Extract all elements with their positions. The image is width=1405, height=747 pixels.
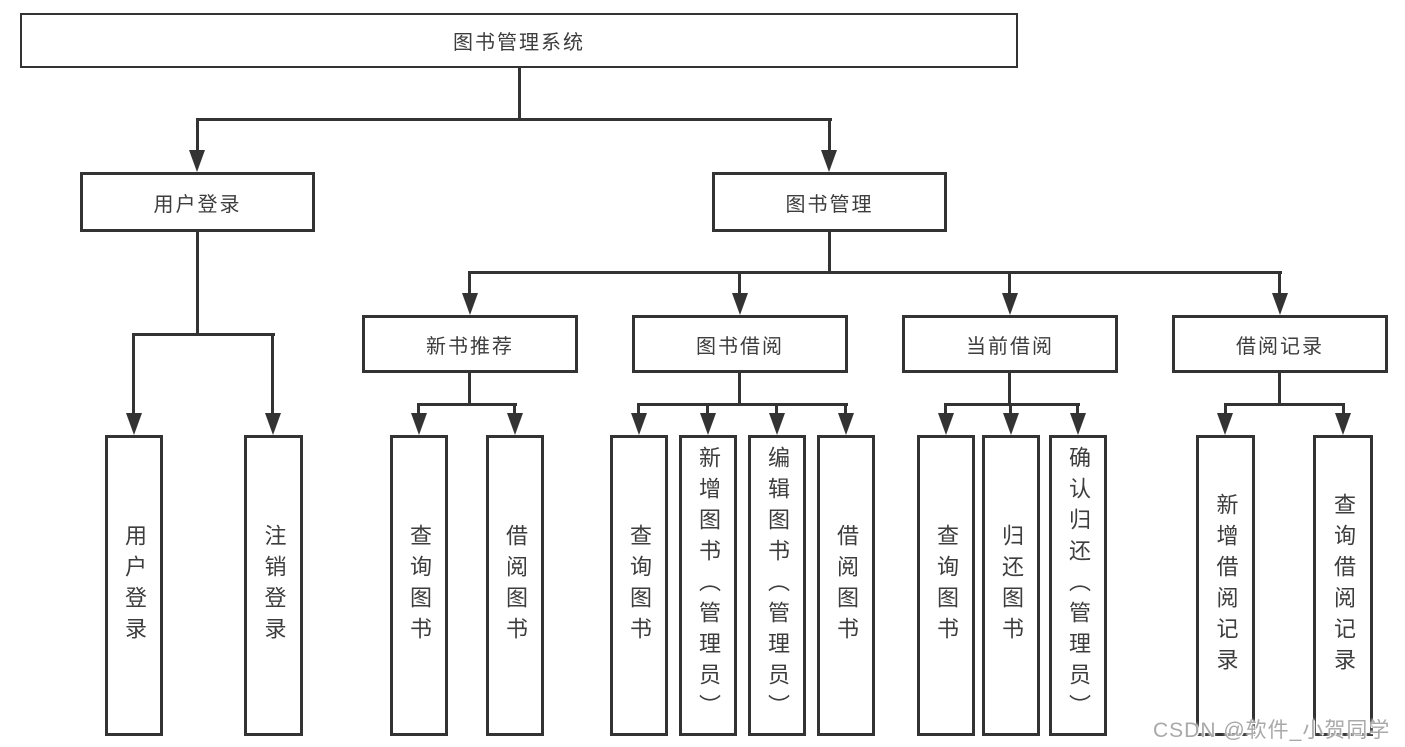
arrowhead-down-icon xyxy=(838,413,854,435)
connector-records-stem xyxy=(1278,372,1281,405)
connector-drop xyxy=(1009,405,1012,415)
arrowhead-down-icon xyxy=(938,413,954,435)
leaf-borrow-books: 借阅图书 xyxy=(817,435,875,736)
node-book-management: 图书管理 xyxy=(712,172,947,232)
node-borrowing-records: 借阅记录 xyxy=(1172,315,1388,373)
connector-drop-borrowing xyxy=(738,273,741,295)
leaf-borrow-books-recommend: 借阅图书 xyxy=(486,435,544,736)
node-label: 确认归还（管理员） xyxy=(1066,446,1091,725)
arrowhead-down-icon xyxy=(265,413,281,435)
leaf-return-books: 归还图书 xyxy=(982,435,1040,736)
arrowhead-down-icon xyxy=(1070,413,1086,435)
arrowhead-down-icon xyxy=(631,413,647,435)
connector-newbook-stem xyxy=(468,372,471,405)
node-current-borrowing: 当前借阅 xyxy=(902,315,1118,373)
connector-borrowing-stem xyxy=(738,372,741,405)
node-new-book-recommend: 新书推荐 xyxy=(362,315,578,373)
connector-root-rail xyxy=(196,118,832,121)
node-label: 查询图书 xyxy=(627,523,652,648)
node-label: 查询图书 xyxy=(934,523,959,648)
connector-current-rail xyxy=(944,403,1080,406)
connector-user-rail xyxy=(132,333,275,336)
connector-drop xyxy=(417,405,420,415)
node-label: 新书推荐 xyxy=(426,335,514,358)
arrowhead-down-icon xyxy=(700,413,716,435)
leaf-query-books-borrowing: 查询图书 xyxy=(610,435,668,736)
arrowhead-down-icon xyxy=(1272,293,1288,315)
connector-drop-user-login xyxy=(196,120,199,154)
node-label: 查询图书 xyxy=(407,523,432,648)
arrowhead-down-icon xyxy=(411,413,427,435)
node-user-login: 用户登录 xyxy=(80,172,315,232)
arrowhead-down-icon xyxy=(732,293,748,315)
node-label: 当前借阅 xyxy=(966,335,1054,358)
connector-drop xyxy=(775,405,778,415)
node-label: 编辑图书（管理员） xyxy=(765,446,790,725)
arrowhead-down-icon xyxy=(821,150,837,172)
connector-drop xyxy=(513,405,516,415)
connector-drop-current xyxy=(1008,273,1011,295)
leaf-query-books-recommend: 查询图书 xyxy=(390,435,448,736)
arrowhead-down-icon xyxy=(462,293,478,315)
node-label: 归还图书 xyxy=(999,523,1024,648)
connector-drop-new-books xyxy=(468,273,471,295)
leaf-logout: 注销登录 xyxy=(244,435,303,736)
connector-drop xyxy=(944,405,947,415)
node-label: 借阅记录 xyxy=(1236,335,1324,358)
csdn-watermark: CSDN @软件_小贺同学 xyxy=(1153,719,1391,742)
connector-drop xyxy=(1342,405,1345,415)
arrowhead-down-icon xyxy=(1002,293,1018,315)
node-label: 查询借阅记录 xyxy=(1331,492,1356,679)
connector-current-stem xyxy=(1008,372,1011,405)
node-label: 新增图书（管理员） xyxy=(696,446,721,725)
node-label: 图书借阅 xyxy=(696,335,784,358)
leaf-query-borrow-record: 查询借阅记录 xyxy=(1313,435,1373,736)
connector-user-stem xyxy=(196,231,199,335)
arrowhead-down-icon xyxy=(769,413,785,435)
node-label: 图书管理 xyxy=(785,193,874,216)
connector-drop xyxy=(706,405,709,415)
arrowhead-down-icon xyxy=(1335,413,1351,435)
connector-drop-login xyxy=(132,335,135,415)
node-root-library-system: 图书管理系统 xyxy=(20,13,1018,68)
connector-records-rail xyxy=(1224,403,1345,406)
node-book-borrowing: 图书借阅 xyxy=(632,315,848,373)
leaf-edit-books-admin: 编辑图书（管理员） xyxy=(748,435,806,736)
leaf-add-books-admin: 新增图书（管理员） xyxy=(679,435,737,736)
arrowhead-down-icon xyxy=(1003,413,1019,435)
connector-borrowing-rail xyxy=(637,403,848,406)
connector-root-stem xyxy=(518,67,521,120)
node-label: 注销登录 xyxy=(261,523,287,648)
connector-drop xyxy=(637,405,640,415)
connector-drop-logout xyxy=(271,335,274,415)
connector-mgmt-stem xyxy=(828,231,831,273)
arrowhead-down-icon xyxy=(507,413,523,435)
node-label: 用户登录 xyxy=(153,193,242,216)
leaf-confirm-return-admin: 确认归还（管理员） xyxy=(1049,435,1107,736)
connector-newbook-rail xyxy=(417,403,517,406)
node-label: 借阅图书 xyxy=(503,523,528,648)
connector-drop-records xyxy=(1278,273,1281,295)
leaf-user-login: 用户登录 xyxy=(105,435,163,736)
leaf-query-books-current: 查询图书 xyxy=(917,435,975,736)
arrowhead-down-icon xyxy=(189,150,205,172)
arrowhead-down-icon xyxy=(1217,413,1233,435)
connector-drop xyxy=(1224,405,1227,415)
node-label: 图书管理系统 xyxy=(453,32,585,54)
leaf-add-borrow-record: 新增借阅记录 xyxy=(1196,435,1255,736)
node-label: 新增借阅记录 xyxy=(1213,492,1239,679)
arrowhead-down-icon xyxy=(126,413,142,435)
connector-drop xyxy=(844,405,847,415)
node-label: 借阅图书 xyxy=(834,523,859,648)
connector-mgmt-rail xyxy=(468,271,1282,274)
node-label: 用户登录 xyxy=(122,523,147,648)
connector-drop xyxy=(1076,405,1079,415)
connector-drop-book-mgmt xyxy=(828,120,831,154)
